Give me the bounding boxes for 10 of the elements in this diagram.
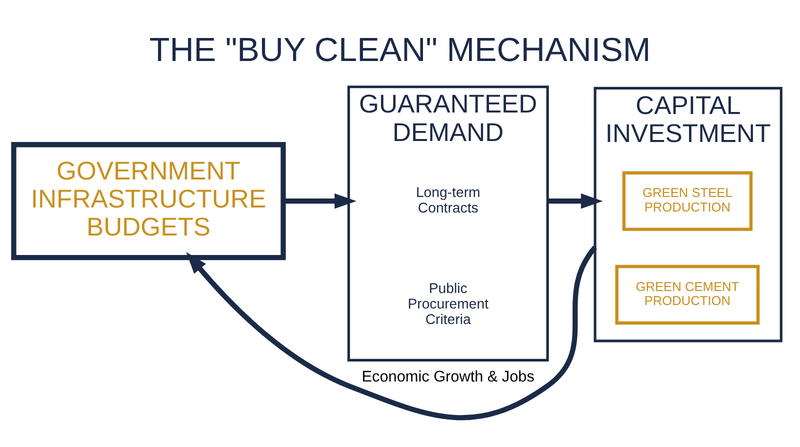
arrow — [186, 246, 598, 420]
arrow — [548, 193, 603, 209]
diagram-title: THE "BUY CLEAN" MECHANISM — [149, 32, 651, 69]
node-box: GREEN CEMENT PRODUCTION — [615, 264, 760, 325]
node-text: Long-term Contracts — [416, 184, 480, 216]
node-box: GREEN STEEL PRODUCTION — [622, 171, 753, 231]
node-box: GOVERNMENT INFRASTRUCTURE BUDGETS — [11, 142, 286, 260]
node-text: Public Procurement Criteria — [408, 280, 489, 328]
arrow — [284, 193, 356, 209]
edge-label: Economic Growth & Jobs — [362, 368, 534, 386]
